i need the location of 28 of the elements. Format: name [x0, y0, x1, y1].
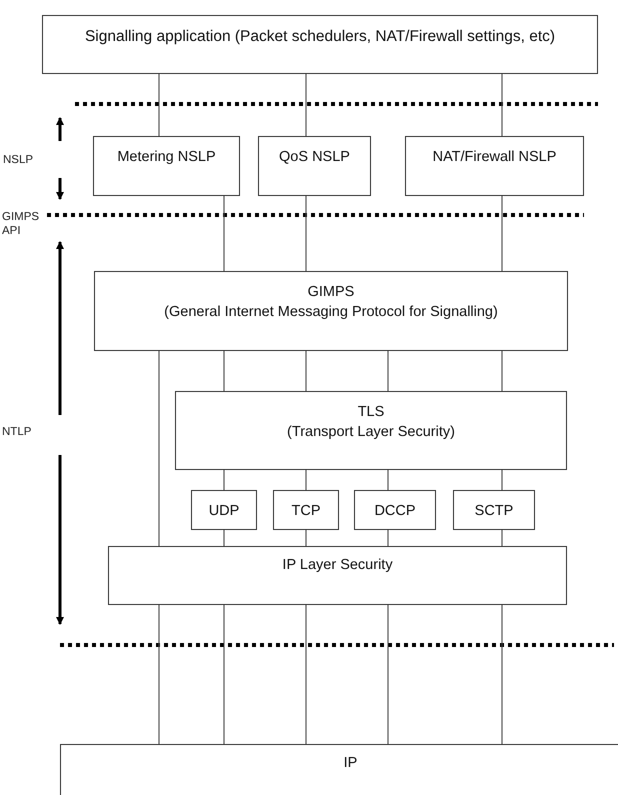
box-label: IP — [344, 754, 358, 773]
protocol-box — [93, 136, 240, 196]
box-label: DCCP — [374, 502, 416, 521]
box-label: TLS — [358, 403, 384, 422]
box-label: IP Layer Security — [282, 556, 393, 575]
box-label: Signalling application (Packet schedulers, NAT/Firewall settings, etc) — [84, 27, 556, 47]
box-label: SCTP — [474, 502, 514, 521]
box-label: UDP — [208, 502, 240, 521]
protocol-box — [354, 490, 436, 530]
connector-line — [158, 350, 160, 546]
protocol-box — [94, 271, 568, 351]
protocol-box — [42, 15, 598, 74]
connector-line — [158, 74, 160, 136]
protocol-box — [258, 136, 371, 196]
protocol-box — [273, 490, 339, 530]
box-label: NAT/Firewall NSLP — [432, 148, 556, 167]
protocol-box — [175, 391, 567, 470]
box-label: QoS NSLP — [279, 148, 350, 167]
protocol-box — [108, 546, 567, 605]
connector-line — [158, 604, 160, 744]
protocol-box — [405, 136, 584, 196]
box-label: (Transport Layer Security) — [287, 423, 455, 442]
box-label: GIMPS — [308, 283, 354, 302]
protocol-box — [453, 490, 535, 530]
protocol-box — [191, 490, 257, 530]
box-label: (General Internet Messaging Protocol for Signalling) — [164, 303, 498, 322]
box-label: Metering NSLP — [117, 148, 216, 167]
box-label: TCP — [292, 502, 320, 521]
